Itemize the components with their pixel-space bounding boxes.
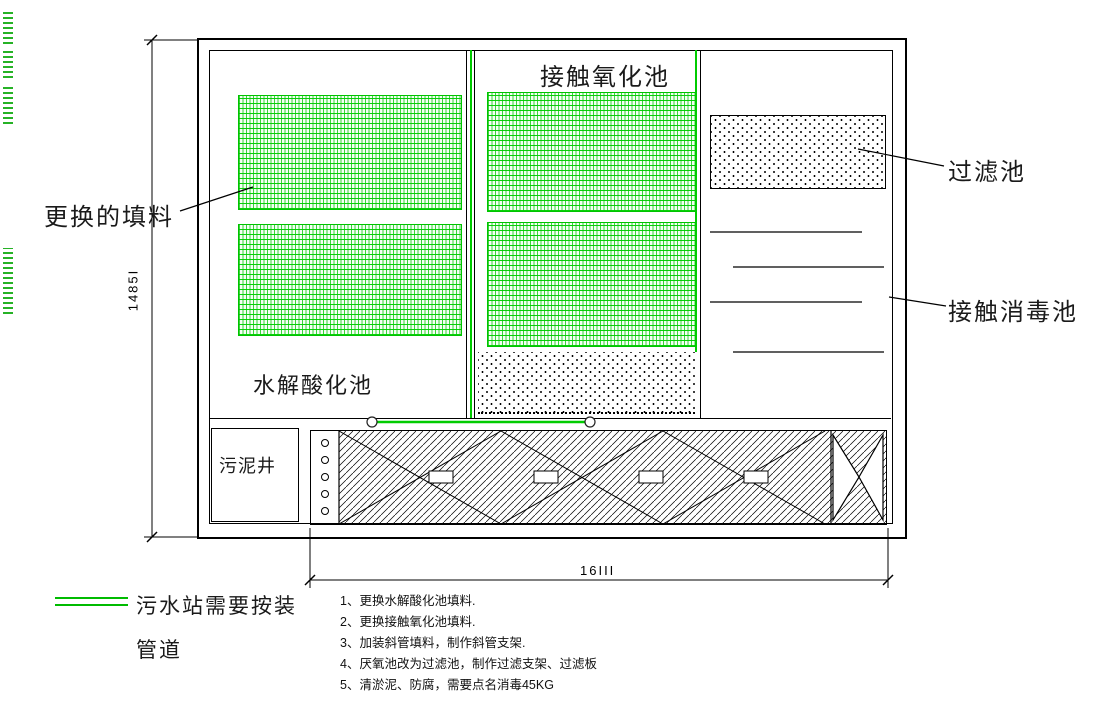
label-hydrolysis-acidification-tank: 水解酸化池 — [253, 373, 374, 398]
packing-material-area-1 — [238, 95, 462, 210]
notes-list: 1、更换水解酸化池填料. 2、更换接触氧化池填料. 3、加装斜管填料，制作斜管支… — [340, 591, 700, 696]
edge-watermark-mark — [3, 84, 13, 124]
note-item: 5、清淤泥、防腐，需要点名消毒45KG — [340, 678, 554, 692]
edge-watermark-mark — [3, 248, 13, 314]
dimension-text-vertical: 1485I — [125, 268, 141, 312]
diagonal-hatch-fill — [339, 431, 886, 524]
note-item: 4、厌氧池改为过滤池，制作过滤支架、过滤板 — [340, 657, 597, 671]
plant-outer-wall — [197, 38, 907, 539]
label-contact-oxidation-tank: 接触氧化池 — [540, 64, 670, 91]
bottom-channel-hatch — [321, 431, 886, 524]
legend-text-line1: 污水站需要按装 — [136, 595, 297, 618]
channel-outlet-bowtie — [830, 431, 884, 524]
label-filter-tank: 过滤池 — [948, 159, 1026, 186]
edge-watermark-mark — [3, 10, 13, 44]
channel-openings — [428, 470, 769, 484]
note-item: 1、更换水解酸化池填料. — [340, 594, 476, 608]
note-item: 3、加装斜管填料，制作斜管支架. — [340, 636, 526, 650]
callout-replaced-filler: 更换的填料 — [44, 204, 174, 231]
wall-corridor-top — [209, 418, 891, 419]
center-stipple-area — [478, 352, 695, 414]
note-item: 2、更换接触氧化池填料. — [340, 615, 476, 629]
label-contact-disinfection-tank: 接触消毒池 — [948, 299, 1078, 326]
legend-pipe-line-sample — [55, 597, 128, 606]
dimension-vertical — [144, 34, 198, 543]
dimension-text-horizontal: 16III — [580, 563, 616, 578]
packing-material-area-4 — [487, 222, 697, 347]
wall-center-right-divider — [700, 50, 701, 418]
packing-material-area-3 — [487, 92, 697, 212]
packing-material-area-2 — [238, 224, 462, 336]
bottom-channel — [310, 430, 887, 525]
sludge-well-box — [211, 428, 299, 522]
wall-left-center-divider — [466, 50, 475, 418]
filter-media-area — [710, 115, 886, 189]
channel-inlet-holes — [321, 439, 329, 515]
channel-cross-braces — [338, 431, 826, 524]
legend-text-line2: 管道 — [136, 639, 182, 662]
edge-watermark-mark — [3, 48, 13, 78]
label-sludge-well: 污泥井 — [219, 456, 276, 476]
